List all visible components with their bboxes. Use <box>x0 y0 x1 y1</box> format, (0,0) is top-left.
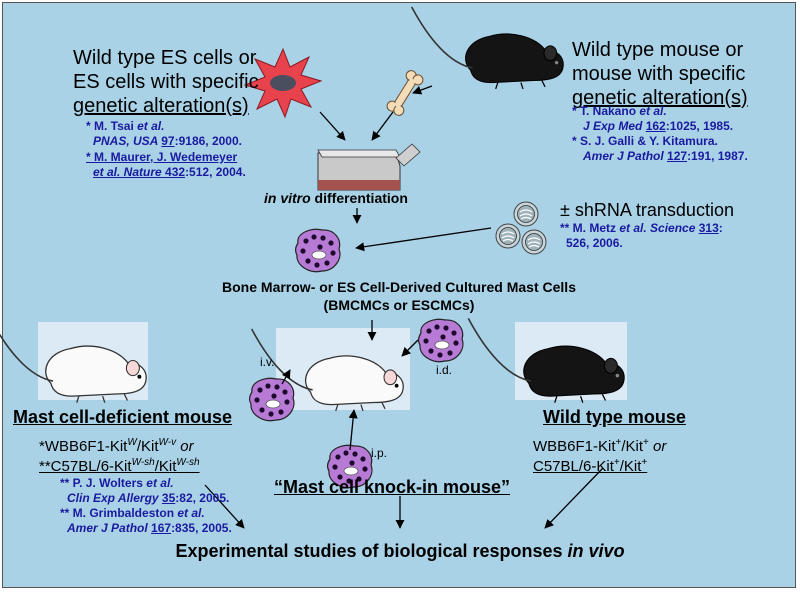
wt-top-line2: mouse with specific <box>572 63 746 85</box>
es-cells-line1: Wild type ES cells or <box>73 47 257 69</box>
deficient-genotype2: **C57BL/6-KitW-sh/KitW-sh <box>39 457 200 475</box>
shrna-label: ± shRNA transduction <box>560 200 734 220</box>
wildtype-genotype1: WBB6F1-Kit+/Kit+ or <box>533 437 667 455</box>
es-cells-line3: genetic alteration(s) <box>73 95 249 117</box>
bmcmc-line2: (BMCMCs or ESCMCs) <box>323 297 475 313</box>
route-id: i.d. <box>436 363 453 377</box>
es-cells-ref2-l1: * M. Maurer, J. Wedemeyer <box>86 150 238 164</box>
es-cells-ref1-l1: * M. Tsai et al. <box>86 119 165 133</box>
knockin-mouse-title: “Mast cell knock-in mouse” <box>273 477 511 497</box>
experimental-studies-label: Experimental studies of biological respo… <box>175 541 625 561</box>
es-cells-ref1-l2: PNAS, USA 97:9186, 2000. <box>93 134 242 148</box>
deficient-ref2-l1: ** M. Grimbaldeston et al. <box>60 506 205 520</box>
shrna-ref-l1: ** M. Metz et al. Science 313: <box>560 221 723 235</box>
wt-top-line1: Wild type mouse or <box>572 39 744 61</box>
deficient-ref1-l1: ** P. J. Wolters et al. <box>60 476 174 490</box>
shrna-ref-l2: 526, 2006. <box>566 236 623 250</box>
deficient-mouse-icon <box>0 317 147 404</box>
deficient-ref1-l2: Clin Exp Allergy 35:82, 2005. <box>67 491 230 505</box>
wt-top-ref2-l2: Amer J Pathol 127:191, 1987. <box>583 149 748 163</box>
es-cell-icon <box>243 47 323 119</box>
deficient-genotype1: *WBB6F1-KitW/KitW-v or <box>39 437 194 455</box>
bone-icon <box>386 70 424 116</box>
wt-top-ref1-l2: J Exp Med 162:1025, 1985. <box>583 119 734 133</box>
es-cells-ref2-l2: et al. Nature 432:512, 2004. <box>93 165 246 179</box>
wt-top-line3: genetic alteration(s) <box>572 87 748 109</box>
bmcmc-line1: Bone Marrow- or ES Cell-Derived Cultured… <box>222 279 576 295</box>
mast-cell-iv-icon <box>248 377 295 422</box>
wildtype-genotype2: C57BL/6-Kit+/Kit+ <box>533 457 648 475</box>
shrna-virus-icons <box>495 201 547 255</box>
arrows <box>204 85 604 529</box>
mast-cell-culture-icon <box>294 228 341 273</box>
in-vitro-label: in vitro differentiation <box>264 190 408 206</box>
route-ip: i.p. <box>371 446 388 460</box>
mast-cell-id-icon <box>417 318 464 363</box>
es-cells-line2: ES cells with specific <box>73 71 259 93</box>
wt-top-ref1-l1: * T. Nakano et al. <box>572 104 667 118</box>
deficient-mouse-title: Mast cell-deficient mouse <box>13 407 233 427</box>
culture-flask-icon <box>317 143 421 191</box>
wildtype-mouse-top-icon <box>410 6 565 90</box>
wildtype-mouse-bottom-icon <box>467 317 625 404</box>
route-iv: i.v. <box>260 355 275 369</box>
wt-top-ref2-l1: * S. J. Galli & Y. Kitamura. <box>572 134 718 148</box>
deficient-ref2-l2: Amer J Pathol 167:835, 2005. <box>67 521 232 535</box>
wildtype-mouse-title: Wild type mouse <box>543 407 686 427</box>
